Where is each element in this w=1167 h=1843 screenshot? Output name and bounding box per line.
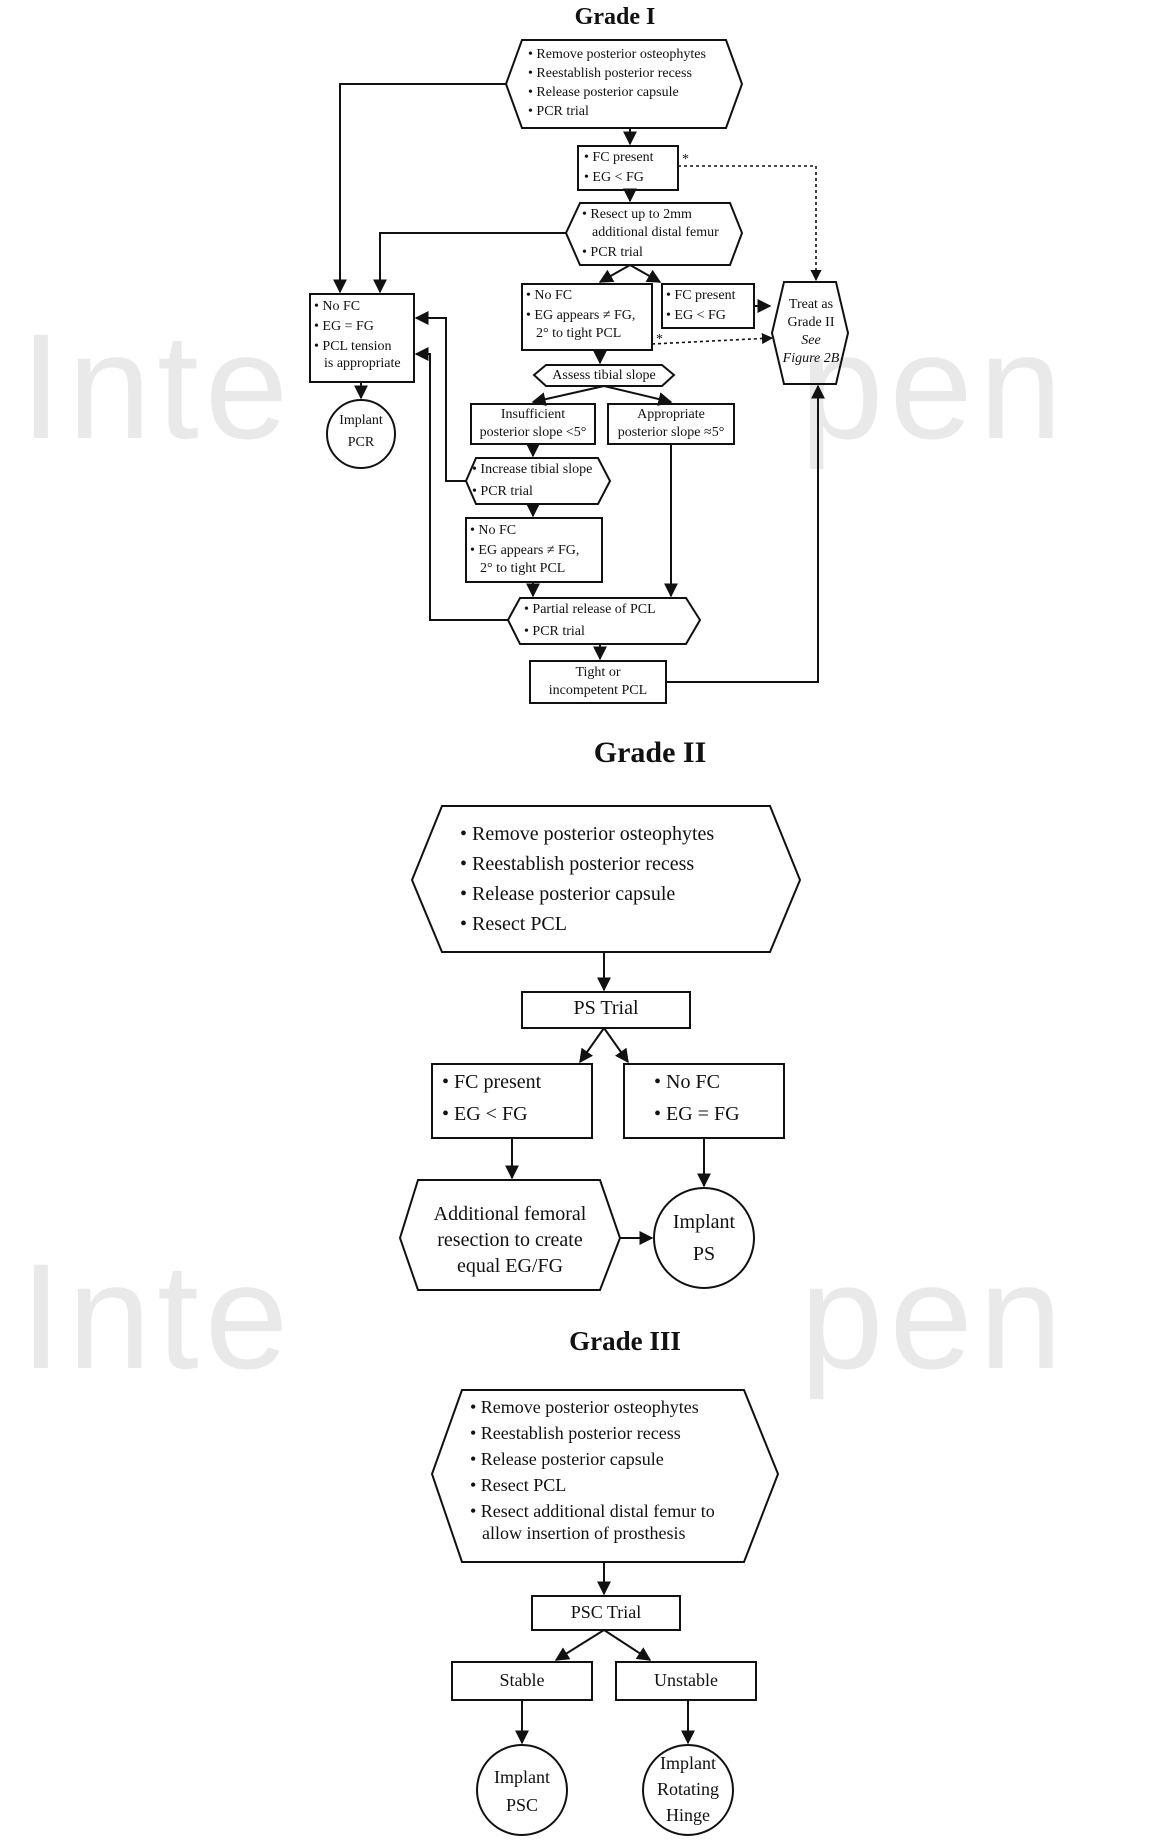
grade2-start-line: • Release posterior capsule — [460, 883, 676, 905]
grade1-assess-label: Assess tibial slope — [552, 368, 656, 383]
grade2-implant-ps-line: Implant — [672, 1211, 736, 1233]
watermark-left-1: Inte — [20, 302, 295, 470]
grade2-start-line: • Reestablish posterior recess — [460, 853, 695, 875]
grade1-implant-pcr-line: PCR — [347, 435, 375, 450]
grade1-start-line: • Release posterior capsule — [528, 85, 679, 100]
grade2-ps-trial-box — [521, 991, 691, 1029]
grade2-additional-line: resection to create — [437, 1229, 583, 1251]
grade1-tight-line: Tight or — [575, 665, 621, 680]
grade2-nofc-line: • EG = FG — [654, 1103, 740, 1125]
grade3-psc-trial-label: PSC Trial — [570, 1602, 642, 1622]
grade2-implant-ps-line: PS — [692, 1243, 716, 1265]
grade1-nofc-left-line: • EG = FG — [314, 319, 374, 334]
grade3-implant-hinge-line: Hinge — [666, 1805, 710, 1825]
grade1-treat-figure: Figure 2B — [782, 351, 840, 366]
grade3-psc-trial-box — [531, 1595, 681, 1631]
grade1-fc2-line: • FC present — [666, 288, 736, 303]
grade1-title: Grade I — [574, 4, 656, 30]
grade1-start-line: • Remove posterior osteophytes — [528, 47, 706, 62]
grade1-nofc-left-line: is appropriate — [324, 356, 401, 371]
grade1-resect-line: • PCR trial — [582, 245, 643, 260]
watermark-right-2: pen — [800, 1232, 1069, 1400]
grade3-implant-psc-line: PSC — [505, 1795, 539, 1815]
grade2-additional-line: equal EG/FG — [456, 1255, 564, 1277]
grade1-treat-line: Grade II — [787, 315, 835, 330]
grade1-increase-line: • Increase tibial slope — [472, 462, 593, 477]
grade3-start-line: • Reestablish posterior recess — [470, 1423, 681, 1443]
grade1-appropriate-line: Appropriate — [637, 407, 705, 422]
grade1-implant-pcr-line: Implant — [339, 413, 383, 428]
grade1-nofc-mid-line: • EG appears ≠ FG, — [526, 308, 636, 323]
grade1-partial-line: • PCR trial — [524, 624, 585, 639]
grade1-nofc-mid-box — [521, 283, 653, 351]
grade1-assess-hexagon — [532, 364, 676, 387]
grade1-appropriate-line: posterior slope ≈5° — [617, 425, 725, 440]
grade1-insufficient-line: Insufficient — [500, 407, 566, 422]
grade3-start-hexagon — [430, 1389, 780, 1563]
grade1-increase-line: • PCR trial — [472, 484, 533, 499]
grade3-start-line: • Release posterior capsule — [470, 1449, 664, 1469]
grade3-unstable-box — [615, 1661, 757, 1701]
grade3-stable-label: Stable — [499, 1670, 545, 1690]
grade3-implant-psc-line: Implant — [494, 1767, 550, 1787]
grade1-fc2-line: • EG < FG — [666, 308, 726, 323]
grade3-title: Grade III — [569, 1326, 681, 1356]
watermark-left-2: Inte — [20, 1232, 295, 1400]
grade2-additional-hexagon — [398, 1179, 622, 1291]
grade1-treat-line: Treat as — [788, 297, 834, 312]
grade2-start-line: • Resect PCL — [460, 913, 567, 935]
grade3-start-line: • Remove posterior osteophytes — [470, 1397, 699, 1417]
grade3-start-line: • Resect PCL — [470, 1475, 567, 1495]
grade2-fc-line: • FC present — [442, 1071, 542, 1093]
grade3-start-line: • Resect additional distal femur to — [470, 1501, 715, 1521]
grade3-implant-psc-circle — [476, 1744, 568, 1836]
grade1-fc-line: • EG < FG — [584, 170, 644, 185]
grade3-implant-hinge-line: Implant — [660, 1753, 716, 1773]
watermark-right-1: pen — [800, 302, 1069, 470]
grade3-unstable-label: Unstable — [654, 1670, 718, 1690]
grade1-resect-line: additional distal femur — [592, 225, 719, 240]
grade1-nofc-mid-line: 2° to tight PCL — [536, 326, 622, 341]
grade2-nofc-line: • No FC — [654, 1071, 720, 1093]
grade1-nofc-left-line: • PCL tension — [314, 339, 392, 354]
grade1-partial-line: • Partial release of PCL — [524, 602, 656, 617]
grade1-nofc-low-line: 2° to tight PCL — [480, 561, 566, 576]
grade3-start-line: allow insertion of prosthesis — [482, 1523, 686, 1543]
grade2-start-hexagon — [410, 805, 802, 953]
grade1-fc-line: • FC present — [584, 150, 654, 165]
grade2-fc-line: • EG < FG — [442, 1103, 528, 1125]
grade1-nofc-left-line: • No FC — [314, 299, 361, 314]
grade1-asterisk: * — [682, 152, 689, 167]
grade2-start-line: • Remove posterior osteophytes — [460, 823, 715, 845]
grade1-tight-line: incompetent PCL — [548, 683, 648, 698]
grade1-start-line: • PCR trial — [528, 104, 589, 119]
grade1-asterisk-2: * — [656, 332, 663, 347]
grade1-treat-see: See — [801, 333, 821, 348]
grade1-start-line: • Reestablish posterior recess — [528, 66, 692, 81]
grade1-implant-pcr-circle — [326, 399, 396, 469]
grade2-implant-ps-circle — [653, 1187, 755, 1289]
grade1-resect-line: • Resect up to 2mm — [582, 207, 692, 222]
grade3-implant-hinge-line: Rotating — [657, 1779, 719, 1799]
grade1-nofc-low-line: • EG appears ≠ FG, — [470, 543, 580, 558]
grade1-insufficient-line: posterior slope <5° — [479, 425, 587, 440]
grade1-nofc-mid-line: • No FC — [526, 288, 573, 303]
grade3-implant-hinge-circle — [642, 1744, 734, 1836]
grade2-title: Grade II — [593, 736, 707, 769]
grade2-ps-trial-label: PS Trial — [573, 997, 639, 1019]
grade2-additional-line: Additional femoral — [433, 1203, 587, 1225]
grade1-nofc-low-line: • No FC — [470, 523, 517, 538]
